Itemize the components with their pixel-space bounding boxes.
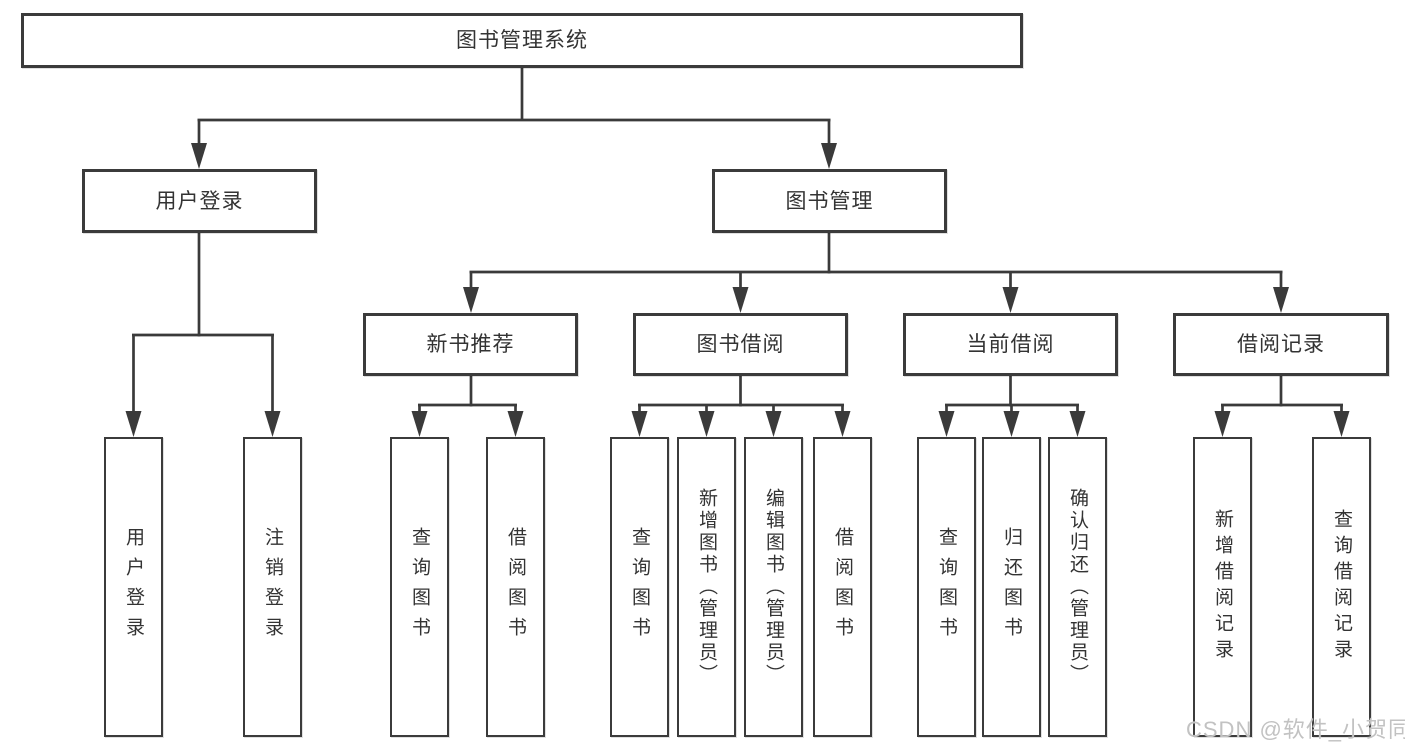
- leaf-return-books: 归还图书: [982, 437, 1041, 737]
- leaf-edit-books-admin: 编辑图书（管理员）: [744, 437, 803, 737]
- node-book-management: 图书管理: [712, 169, 947, 233]
- node-borrow-records: 借阅记录: [1173, 313, 1389, 376]
- connector-lines: [125, 68, 1350, 437]
- leaf-confirm-return-admin: 确认归还（管理员）: [1048, 437, 1107, 737]
- leaf-borrow-books-borrow: 借阅图书: [813, 437, 872, 737]
- leaf-query-books-recommend: 查询图书: [390, 437, 449, 737]
- leaf-query-borrow-record: 查询借阅记录: [1312, 437, 1371, 737]
- leaf-query-books-current: 查询图书: [917, 437, 976, 737]
- node-current-borrow: 当前借阅: [903, 313, 1118, 376]
- watermark: CSDN @软件_小贺同学: [1186, 717, 1405, 742]
- leaf-user-login: 用户登录: [104, 437, 163, 737]
- node-library-system: 图书管理系统: [21, 13, 1023, 68]
- node-new-book-recommend: 新书推荐: [363, 313, 578, 376]
- leaf-borrow-books-recommend: 借阅图书: [486, 437, 545, 737]
- node-user-login: 用户登录: [82, 169, 317, 233]
- leaf-query-books-borrow: 查询图书: [610, 437, 669, 737]
- leaf-add-books-admin: 新增图书（管理员）: [677, 437, 736, 737]
- leaf-logout: 注销登录: [243, 437, 302, 737]
- node-book-borrow: 图书借阅: [633, 313, 848, 376]
- leaf-add-borrow-record: 新增借阅记录: [1193, 437, 1252, 737]
